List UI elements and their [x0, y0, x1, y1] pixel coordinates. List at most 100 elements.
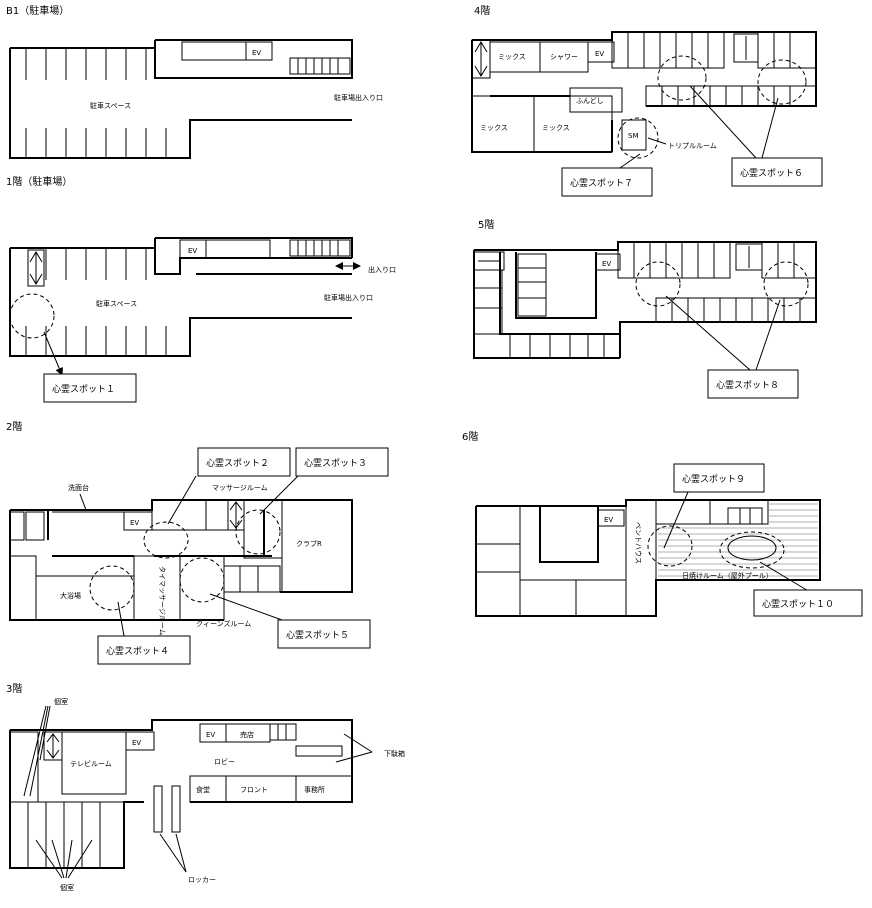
floor-2-title: 2階 — [6, 421, 22, 433]
f3-locker-label: ロッカー — [188, 876, 216, 884]
f4-mix2-label: ミックス — [480, 124, 508, 132]
f3-lobby-label: ロビー — [214, 757, 235, 766]
f5-ev-label: EV — [602, 260, 611, 268]
spot-7-box — [561, 167, 653, 197]
spot-5-marker — [179, 557, 225, 603]
spot-6a-marker — [657, 55, 707, 101]
spot-9-box — [673, 463, 765, 493]
f2-bath-label: 大浴場 — [60, 591, 81, 600]
spot-5-label: 心霊スポット５ — [286, 630, 349, 641]
f5-rooms-inner — [518, 267, 546, 299]
b1-stairs — [297, 58, 339, 74]
f3-cafe-label: 食堂 — [196, 785, 210, 794]
spot-10-marker-outer — [719, 531, 785, 569]
f4-futon-label: ふんどし — [576, 97, 604, 105]
spot-1-label: 心霊スポット１ — [52, 384, 115, 395]
spot-8a-marker — [635, 261, 681, 307]
spot-2-box — [197, 447, 291, 477]
f6-ev-label: EV — [604, 516, 613, 524]
spot-7-label: 心霊スポット７ — [570, 178, 633, 189]
f6-penthouse-label: ペントハウス — [634, 522, 642, 564]
b1-parking-lines — [25, 48, 167, 158]
f5-rooms-top — [633, 242, 795, 278]
f3-private-rooms — [10, 801, 124, 868]
spot-2-marker — [143, 521, 189, 559]
floor-b1-title: B1（駐車場） — [6, 4, 69, 17]
spot-3-marker — [235, 509, 281, 555]
spot-9-label: 心霊スポット９ — [682, 474, 745, 485]
spot-3-label: 心霊スポット３ — [304, 458, 367, 469]
floor-4: 4階 ミックス シャワー EV ミックス ミックス ふんどし SM — [471, 5, 823, 197]
f2-club-label: クラブR — [296, 539, 322, 548]
f5-rooms-bottom — [671, 298, 801, 322]
f3-ev1-label: EV — [132, 739, 141, 747]
spot-10-marker — [727, 535, 777, 561]
floor-1: 1階（駐車場） EV 駐車スペース 出入り口 駐車場出入り口 — [6, 175, 396, 403]
f4-shower-label: シャワー — [550, 53, 578, 61]
spot-8-label: 心霊スポット８ — [716, 380, 779, 391]
f3-private-top-label: 個室 — [54, 697, 68, 706]
f1-ev-label: EV — [188, 247, 197, 255]
floor-6-title: 6階 — [462, 431, 478, 443]
floor-b1: B1（駐車場） EV 駐車スペース 駐車場出入り口 — [6, 4, 383, 159]
f4-rooms-bottom — [661, 86, 791, 106]
spot-9-marker — [647, 525, 693, 567]
spot-8-box — [707, 369, 799, 399]
spot-4-label: 心霊スポット４ — [106, 646, 169, 657]
f4-rooms-top — [627, 32, 791, 68]
spot-2-label: 心霊スポット２ — [206, 458, 269, 469]
f3-private-bottom-label: 個室 — [60, 883, 74, 892]
f2-washbasin-label: 洗面台 — [68, 483, 89, 492]
f6-sunroom-label: 日焼けルーム（屋外プール） — [682, 571, 773, 580]
spot-8b-marker — [763, 261, 809, 307]
spot-7-marker — [617, 117, 659, 159]
f1-parking-label: 駐車スペース — [96, 299, 137, 308]
f3-tv-label: テレビルーム — [70, 759, 112, 768]
spot-1-box — [43, 373, 137, 403]
f1-exit-label: 駐車場出入り口 — [324, 293, 373, 302]
spot-4-marker — [89, 565, 135, 611]
floor-4-title: 4階 — [474, 5, 490, 17]
f4-mix1-label: ミックス — [498, 53, 526, 61]
spot-4-box — [97, 635, 191, 665]
f6-sunroom-hatch — [658, 503, 818, 577]
b1-ev-label: EV — [252, 49, 261, 57]
floor-5-title: 5階 — [478, 219, 494, 231]
floor-6: 6階 EV ペントハウス 日焼けルーム（屋外プール） — [462, 431, 863, 617]
f3-shoebox-label: 下駄箱 — [384, 749, 405, 758]
b1-parking-label: 駐車スペース — [90, 101, 131, 110]
f2-thai-label: タイマッサージルーム — [158, 566, 167, 636]
f5-rooms-bottom-left — [509, 334, 605, 358]
floor-2: 2階 洗面台 EV マッサージルーム クラブR 大浴場 タイマッサージルーム ク… — [6, 421, 389, 665]
f2-queen-label: クィーンズルーム — [196, 619, 251, 628]
b1-exit-label: 駐車場出入り口 — [334, 93, 383, 102]
f1-entrance-label: 出入り口 — [368, 265, 396, 274]
f3-front-label: フロント — [240, 786, 268, 794]
spot-5-box — [277, 619, 371, 649]
floor-3: 3階 個室 テレビルーム EV EV 売店 ロビー 食堂 フロント 事務所 下駄… — [6, 683, 405, 892]
f4-mix3-label: ミックス — [542, 124, 570, 132]
spot-3-box — [295, 447, 389, 477]
spot-1-marker — [9, 293, 55, 339]
f2-ev-label: EV — [130, 519, 139, 527]
f3-shop-label: 売店 — [240, 730, 254, 739]
floor-3-title: 3階 — [6, 683, 22, 695]
floor-1-title: 1階（駐車場） — [6, 175, 72, 188]
f3-ev2-label: EV — [206, 731, 215, 739]
f2-massage-label: マッサージルーム — [212, 484, 268, 492]
spot-10-box — [753, 589, 863, 617]
f4-sm-label: SM — [628, 132, 638, 140]
spot-6b-marker — [757, 59, 807, 105]
spot-6-box — [731, 157, 823, 187]
f4-ev-label: EV — [595, 50, 604, 58]
f1-parking-lines — [25, 248, 167, 356]
spot-6-label: 心霊スポット６ — [740, 168, 803, 179]
f3-office-label: 事務所 — [304, 785, 325, 794]
floor-5: 5階 EV — [473, 219, 817, 399]
spot-10-label: 心霊スポット１０ — [762, 599, 834, 610]
f4-triple-label: トリプルルーム — [668, 142, 717, 150]
f5-rooms-left — [474, 270, 503, 335]
f6-rooms-left — [476, 506, 626, 616]
